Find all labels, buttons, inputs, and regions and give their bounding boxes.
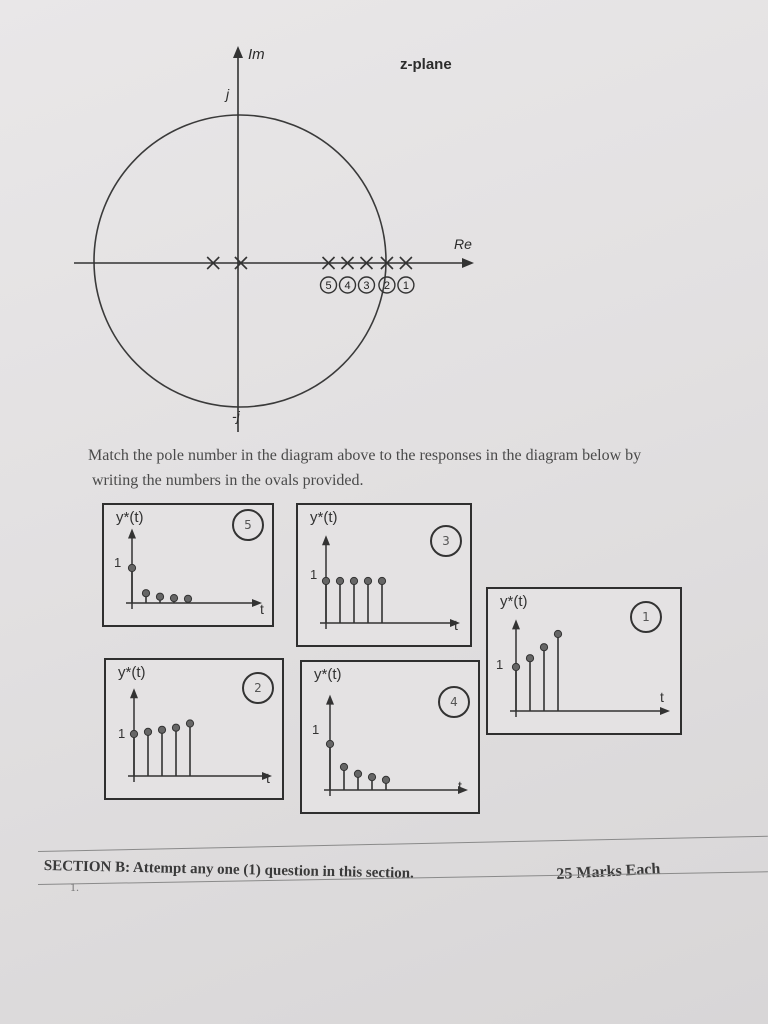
sample-stem xyxy=(349,576,359,623)
y-axis-arrow xyxy=(128,528,136,539)
sample-stem xyxy=(171,723,181,776)
time-label: t xyxy=(458,778,462,794)
sample-stem xyxy=(143,727,153,776)
time-label: t xyxy=(266,770,270,786)
unit-label: 1 xyxy=(496,657,504,672)
j-label: j xyxy=(226,86,230,102)
section-marks: 25 Marks Each xyxy=(556,860,661,883)
response-plot xyxy=(126,528,262,609)
pole-x-mark xyxy=(340,256,355,270)
unit-label: 1 xyxy=(310,567,318,582)
time-axis-arrow xyxy=(262,772,272,780)
pole-x-mark xyxy=(321,256,336,270)
response-title: y*(t) xyxy=(314,666,342,683)
imag-axis-arrow xyxy=(233,46,243,58)
sample-stem xyxy=(169,594,179,603)
pole-x-mark xyxy=(359,256,374,270)
svg-text:4: 4 xyxy=(344,280,350,292)
y-axis-arrow xyxy=(130,688,138,699)
sample-stem xyxy=(185,719,195,776)
unit-label: 1 xyxy=(114,555,122,570)
sample-stem xyxy=(539,643,549,711)
sample-stem xyxy=(367,773,377,790)
time-axis-arrow xyxy=(660,707,670,715)
sample-stem xyxy=(553,629,563,711)
time-axis-arrow xyxy=(252,599,262,607)
response-panel-1: y*(t) 5 1 t xyxy=(102,503,274,627)
svg-text:1: 1 xyxy=(403,280,409,292)
sample-stem xyxy=(339,762,349,790)
sample-stem xyxy=(511,662,521,711)
pole-x-mark xyxy=(380,256,394,270)
answer-oval[interactable]: 3 xyxy=(430,525,462,557)
response-title: y*(t) xyxy=(310,509,338,526)
z-plane-diagram: 5 4 3 2 1 xyxy=(74,46,474,432)
response-plot xyxy=(320,535,460,629)
svg-text:3: 3 xyxy=(363,280,369,292)
time-label: t xyxy=(260,601,264,617)
sample-stem xyxy=(363,576,373,623)
answer-oval[interactable]: 1 xyxy=(630,601,662,633)
pole-number-3: 3 xyxy=(357,276,376,294)
question-number: 1. xyxy=(70,880,79,894)
real-axis-arrow xyxy=(462,258,474,268)
neg-j-label: -j xyxy=(232,408,240,424)
sample-stem xyxy=(129,729,139,776)
response-plot xyxy=(128,688,272,782)
response-panel-2: y*(t) 3 1 t xyxy=(296,503,472,647)
time-axis-arrow xyxy=(458,786,468,794)
sample-stem xyxy=(325,739,335,790)
instruction-line-2: writing the numbers in the ovals provide… xyxy=(92,472,364,489)
response-title: y*(t) xyxy=(118,664,146,681)
response-title: y*(t) xyxy=(116,509,144,526)
sample-stem xyxy=(321,576,331,623)
y-axis-arrow xyxy=(512,619,520,630)
answer-oval[interactable]: 2 xyxy=(242,672,274,704)
section-underline xyxy=(38,835,768,852)
sample-stem xyxy=(127,563,137,603)
real-axis-label: Re xyxy=(454,236,472,252)
pole-x-mark xyxy=(399,256,413,270)
sample-stem xyxy=(141,589,151,603)
pole-number-1: 1 xyxy=(397,276,415,294)
imag-axis-label: Im xyxy=(248,46,265,63)
pole-number-2: 2 xyxy=(378,276,396,294)
sample-stem xyxy=(353,769,363,790)
pole-number-5: 5 xyxy=(319,276,338,294)
z-plane-title: z-plane xyxy=(400,56,452,73)
answer-oval[interactable]: 4 xyxy=(438,686,470,718)
pole-number-4: 4 xyxy=(338,276,357,294)
sample-stem xyxy=(377,576,387,623)
y-axis-arrow xyxy=(322,535,330,546)
response-title: y*(t) xyxy=(500,593,528,610)
pole-x-mark xyxy=(234,256,248,270)
sample-stem xyxy=(155,592,165,603)
sample-stem xyxy=(157,725,167,776)
svg-text:2: 2 xyxy=(384,280,390,292)
time-axis-arrow xyxy=(450,619,460,627)
y-axis-arrow xyxy=(326,694,334,705)
sample-stem xyxy=(183,594,193,603)
instruction-line-1: Match the pole number in the diagram abo… xyxy=(88,447,642,464)
sample-stem xyxy=(335,576,345,623)
response-panel-4: y*(t) 2 1 t xyxy=(104,658,284,800)
response-plot xyxy=(510,619,670,717)
sample-stem xyxy=(525,654,535,711)
response-panel-3: y*(t) 1 1 t xyxy=(486,587,682,735)
response-panel-5: y*(t) 4 1 t xyxy=(300,660,480,814)
time-label: t xyxy=(660,689,664,705)
response-plot xyxy=(324,694,468,796)
unit-label: 1 xyxy=(118,726,126,741)
unit-label: 1 xyxy=(312,722,320,737)
time-label: t xyxy=(454,617,458,633)
svg-text:5: 5 xyxy=(325,280,331,292)
answer-oval[interactable]: 5 xyxy=(232,509,264,541)
pole-x-mark xyxy=(206,256,220,270)
sample-stem xyxy=(381,775,391,790)
